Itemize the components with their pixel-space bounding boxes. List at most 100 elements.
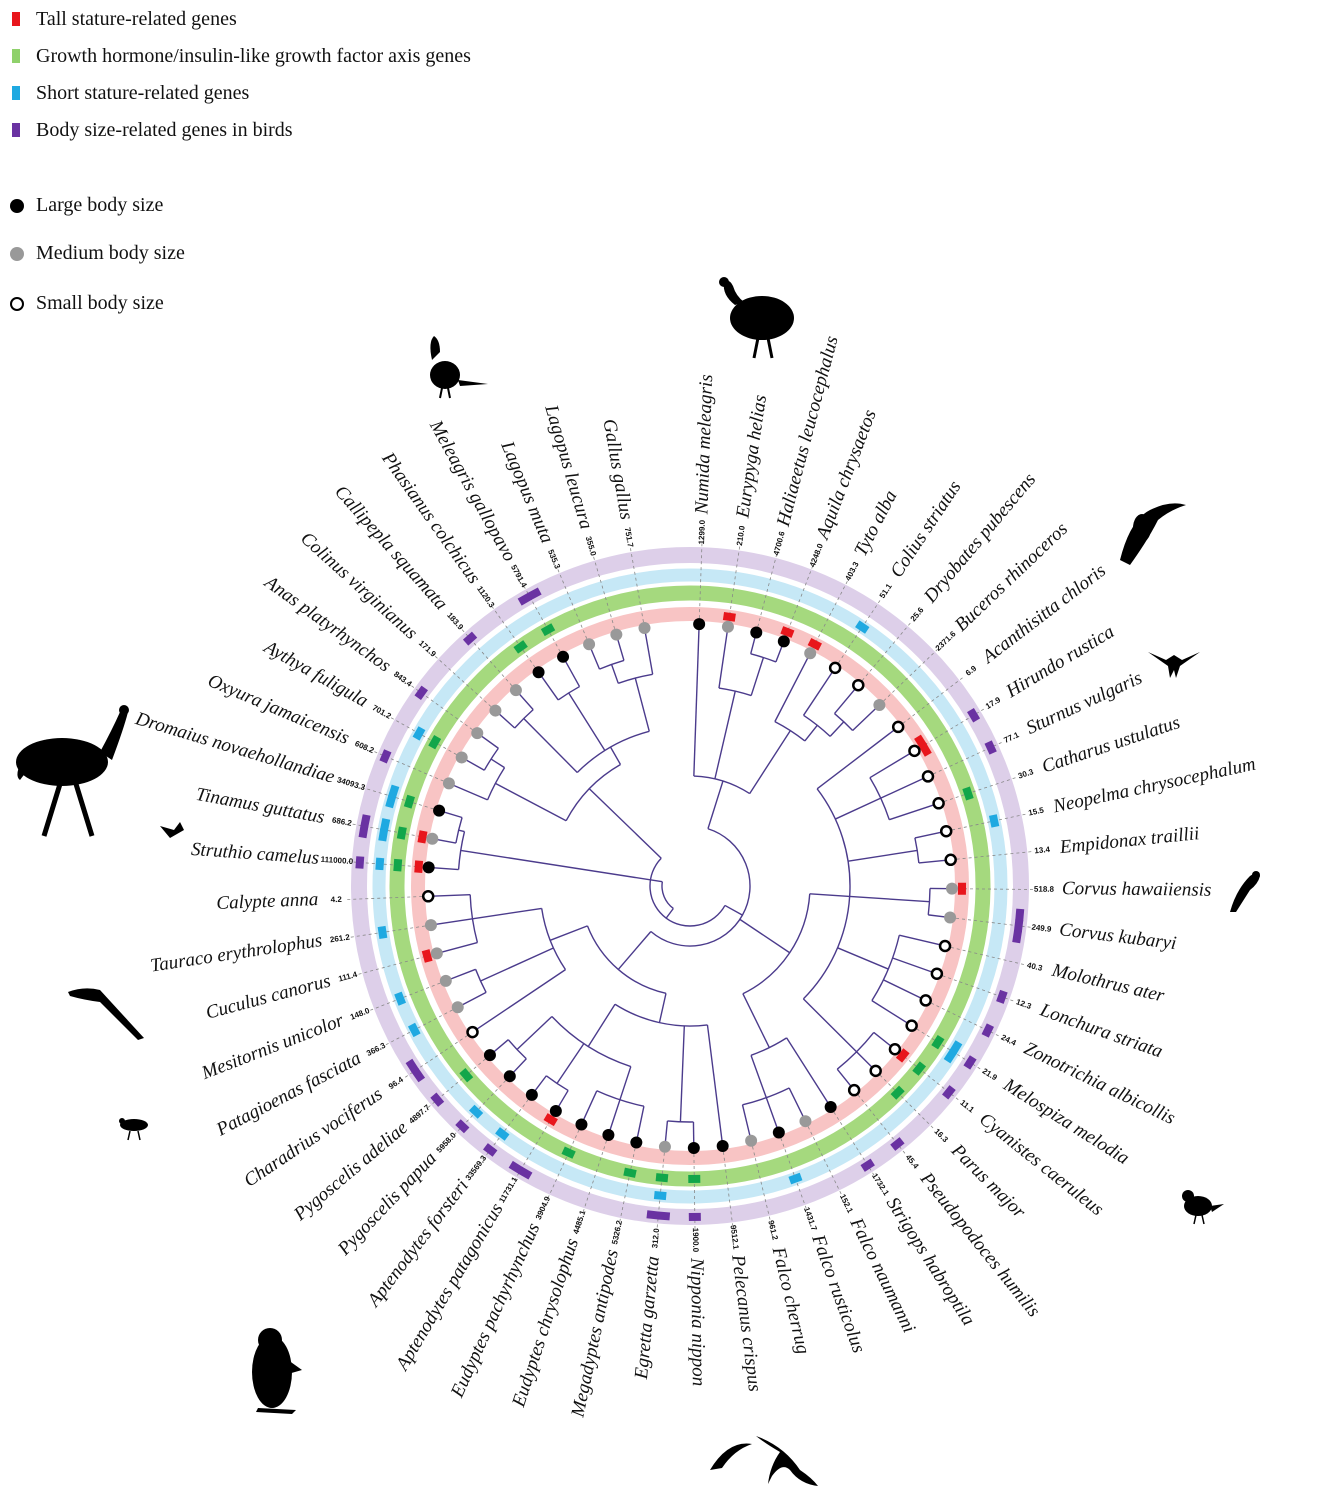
- short-gene-mark: [788, 1172, 803, 1185]
- tip-small: [930, 967, 944, 980]
- branch-arc: [540, 908, 567, 971]
- body-size-value: 686.2: [331, 815, 353, 828]
- short-stature-ring: [372, 568, 1008, 1204]
- bird-gene-mark: [360, 814, 371, 828]
- ghigf-gene-mark: [655, 1173, 669, 1183]
- branch: [617, 931, 652, 970]
- short-gene-mark: [388, 784, 400, 799]
- leader-line: [752, 1146, 772, 1223]
- tip-large: [483, 1049, 496, 1062]
- species-label: Tinamus guttatus: [194, 784, 326, 828]
- short-gene-mark: [412, 726, 426, 741]
- leader-line: [857, 1094, 908, 1156]
- tip-small: [944, 853, 957, 867]
- tip-medium: [471, 727, 484, 740]
- species-label: Megadyptes antipodes: [567, 1248, 623, 1420]
- bird-gene-mark: [967, 708, 981, 723]
- species-label: Callipepla squamata: [330, 482, 451, 615]
- species-label: Pelecanus crispus: [727, 1253, 765, 1393]
- leader-line: [698, 540, 703, 619]
- tip-large: [693, 618, 706, 631]
- tip-medium: [439, 974, 452, 987]
- ghigf-gene-mark: [561, 1146, 576, 1159]
- branch-arc: [586, 925, 667, 995]
- tall-gene-mark: [895, 1048, 910, 1063]
- body-size-value: 183.9: [445, 611, 465, 632]
- short-gene-mark: [495, 1127, 510, 1141]
- bird-gene-mark: [890, 1137, 905, 1151]
- short-gene-mark: [407, 1022, 421, 1038]
- species-label: Tyto alba: [850, 487, 901, 560]
- branch: [899, 934, 946, 947]
- branch: [724, 904, 743, 916]
- tip-medium: [873, 698, 886, 711]
- species-label: Aptenodytes patagonicus: [391, 1200, 508, 1376]
- branch: [809, 893, 850, 898]
- body-size-value: 518.8: [1034, 885, 1055, 894]
- body-size-value: 77.1: [1002, 730, 1020, 745]
- leader-line: [902, 675, 966, 724]
- ghigf-gene-mark: [459, 1068, 474, 1083]
- leader-line: [957, 888, 1036, 890]
- short-gene-mark: [394, 991, 407, 1006]
- leader-line: [883, 646, 941, 702]
- branch: [750, 657, 765, 696]
- species-label: Tauraco erythrolophus: [149, 930, 324, 977]
- short-gene-mark: [378, 828, 389, 842]
- branch: [610, 664, 619, 684]
- branch-arc: [871, 935, 900, 1002]
- body-size-value: 21.9: [981, 1066, 999, 1082]
- ghigf-gene-mark: [931, 1035, 945, 1050]
- leader-line: [408, 683, 473, 730]
- bird-gene-mark: [355, 856, 365, 869]
- body-size-value: 1732.1: [870, 1172, 891, 1198]
- bird-gene-mark: [981, 1023, 994, 1038]
- ghigf-gene-mark: [513, 640, 528, 654]
- branch-arc: [742, 893, 811, 995]
- ghigf-gene-mark: [912, 1061, 927, 1076]
- tip-small: [852, 678, 865, 692]
- ghigf-gene-mark: [962, 786, 974, 801]
- tip-medium: [451, 1001, 464, 1014]
- leader-line: [879, 1074, 936, 1131]
- legend-label: Body size-related genes in birds: [36, 119, 293, 141]
- body-size-value: 366.3: [365, 1041, 387, 1058]
- leader-line: [944, 776, 1019, 802]
- branch: [460, 849, 663, 883]
- ghigf-gene-mark: [540, 623, 556, 637]
- tip-small: [905, 1019, 918, 1032]
- tip-medium: [610, 628, 623, 641]
- leader-line: [451, 1080, 506, 1138]
- tip-small: [938, 939, 952, 953]
- branch: [802, 998, 858, 1053]
- species-label: Cuculus canorus: [204, 970, 333, 1023]
- short-gene-mark: [468, 1104, 484, 1119]
- bird-genes-ring: [351, 547, 1029, 1225]
- bird-gene-mark: [984, 740, 997, 755]
- ghigf-gene-mark: [403, 794, 415, 809]
- bird-swatch: [12, 123, 20, 137]
- branch: [523, 718, 578, 773]
- body-size-value: 51.1: [878, 582, 894, 600]
- body-size-value: 4.2: [331, 895, 343, 904]
- branch: [741, 1104, 752, 1141]
- bird-gene-mark: [405, 1058, 419, 1074]
- guineafowl-silhouette: [719, 277, 794, 359]
- bird-gene-mark: [518, 1166, 533, 1180]
- body-size-value: 843.4: [392, 670, 414, 689]
- branch: [516, 1015, 553, 1050]
- short-gene-mark: [377, 925, 388, 939]
- body-size-value: 210.0: [735, 525, 747, 547]
- branch: [750, 1055, 767, 1098]
- branch: [847, 849, 918, 862]
- leader-lines: [344, 540, 1036, 1232]
- species-label: Egretta garzetta: [631, 1255, 664, 1381]
- leader-line: [546, 1129, 580, 1202]
- body-size-value: 4485.1: [571, 1209, 587, 1236]
- branch: [587, 1003, 616, 1047]
- tip-large: [687, 1141, 700, 1154]
- flycatcher-silhouette: [1230, 871, 1260, 912]
- bird-gene-mark: [358, 825, 369, 839]
- body-size-value: 34093.3: [336, 775, 367, 792]
- branch: [588, 788, 662, 859]
